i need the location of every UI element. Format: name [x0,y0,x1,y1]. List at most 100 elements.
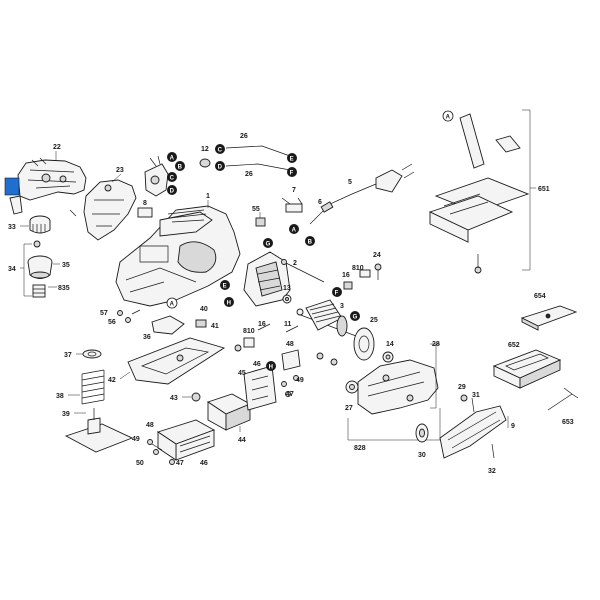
parts-49-47-screws [281,375,299,397]
marker-G-armature: G [350,311,360,321]
label-28: 28 [432,341,440,348]
part-14-pulley [382,351,394,363]
marker-E-stator: E [220,280,230,290]
part-8-rating-plate [137,207,153,218]
label-46b: 46 [200,460,208,467]
svg-text:D: D [218,164,223,170]
svg-text:B: B [308,239,313,245]
label-27: 27 [345,405,353,412]
marker-D-switch: D [167,185,177,195]
part-25-fan [353,327,375,361]
label-653: 653 [562,419,574,426]
label-22: 22 [53,144,61,151]
label-35: 35 [62,262,70,269]
marker-F-cable: F [287,167,297,177]
marker-C-cable: C [215,144,225,154]
label-36: 36 [143,334,151,341]
part-26-cables [225,145,291,171]
label-828: 828 [354,445,366,452]
marker-C-switch: C [167,172,177,182]
svg-text:F: F [335,290,339,296]
part-44-terminal-block [206,393,252,431]
parts-brush-springs [316,352,338,366]
label-13: 13 [283,285,291,292]
part-57-56-screws [117,309,141,323]
part-37-washer [82,349,102,359]
svg-text:A: A [170,301,175,307]
part-653-hex-key [547,387,579,411]
part-43-nut [191,392,201,402]
part-24-screw [374,263,382,280]
part-field-stator [243,251,291,307]
svg-text:D: D [170,188,175,194]
part-23-belt-cover [83,179,137,241]
label-55: 55 [252,206,260,213]
marker-H-stator: H [224,297,234,307]
label-7: 7 [292,187,296,194]
label-24: 24 [373,252,381,259]
part-12-switch [199,158,211,168]
svg-text:E: E [290,156,294,162]
screws-22 [31,157,77,217]
label-48a: 48 [286,341,294,348]
svg-text:F: F [290,170,294,176]
part-switch-assembly [144,155,169,197]
label-6: 6 [318,199,322,206]
part-13-bearing [282,294,292,304]
label-29: 29 [458,384,466,391]
part-3-armature [296,299,357,337]
svg-text:H: H [269,364,273,370]
part-48-brush-plate-lower [156,419,216,461]
label-45: 45 [238,370,246,377]
label-14: 14 [386,341,394,348]
marker-G-stator: G [263,238,273,248]
label-26a: 26 [240,133,248,140]
label-835: 835 [58,285,70,292]
label-49b: 49 [132,436,140,443]
part-48-brush-plate [281,349,301,371]
label-2: 2 [293,260,297,267]
part-38-spring [81,369,105,405]
part-16-brush-holder [343,269,371,290]
label-652: 652 [508,342,520,349]
part-7-cable-clamp [281,197,303,213]
label-810b: 810 [243,328,255,335]
part-36-bracket [151,315,185,335]
marker-A-depth: A [166,297,178,309]
label-651: 651 [538,186,550,193]
label-25: 25 [370,317,378,324]
marker-A-cord: A [289,224,299,234]
part-45-brush-board [243,365,277,411]
svg-text:A: A [170,155,175,161]
label-16a: 16 [342,272,350,279]
label-40: 40 [200,306,208,313]
part-2-bolt [281,259,325,283]
label-50: 50 [136,460,144,467]
part-651-parallel-guide [428,113,530,274]
svg-text:G: G [353,314,358,320]
label-12: 12 [201,146,209,153]
part-27-bearing [345,380,359,394]
part-22-lever [9,195,23,215]
label-42: 42 [108,377,116,384]
label-34: 34 [8,266,16,273]
part-5-power-cord [309,163,415,225]
label-26b: 26 [245,171,253,178]
label-654: 654 [534,293,546,300]
part-41-screw [195,319,207,328]
part-654-shoe [520,305,578,331]
label-3: 3 [340,303,344,310]
label-30: 30 [418,452,426,459]
part-31-screw [471,397,475,413]
part-1-main-housing [115,205,241,307]
label-11: 11 [284,321,292,328]
label-37: 37 [64,352,72,359]
parts-49-50-screws [147,439,175,465]
highlighted-part-marker[interactable] [4,177,20,196]
marker-B-cord: B [305,236,315,246]
part-33-knob [29,215,51,234]
label-1: 1 [206,193,210,200]
part-55-terminal [255,212,266,227]
svg-text:C: C [170,175,175,181]
